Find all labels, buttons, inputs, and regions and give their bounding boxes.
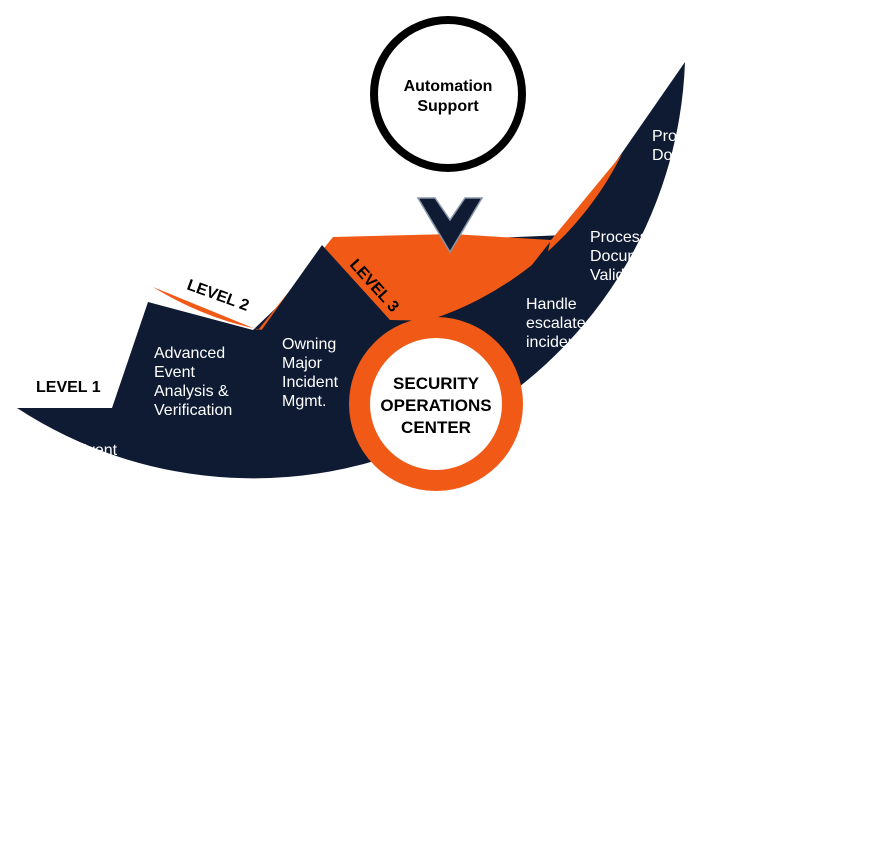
item-line: Major [282, 355, 323, 372]
level-1-label: LEVEL 1 [36, 379, 101, 396]
item-line: Process [652, 128, 710, 145]
item-line: Validation [590, 267, 659, 284]
item-line: Report [725, 211, 774, 228]
center-title-1: SECURITY [393, 374, 480, 393]
automation-label-2: Support [417, 98, 479, 115]
item-line: Positive [118, 612, 174, 629]
ring-label-outer: MONITORING & DETECTION [658, 583, 808, 755]
chevron-down-icon [416, 197, 484, 254]
center-disc [370, 338, 502, 470]
item-line: Support [190, 543, 247, 560]
item-line: Documentation [590, 248, 698, 265]
item-line: Mailbox [521, 728, 576, 745]
item-line: Incident [375, 746, 432, 763]
item-line: Report [648, 360, 697, 377]
item-line: Analysis & [154, 383, 229, 400]
center-title-3: CENTER [401, 418, 471, 437]
item-line: & Prioritization [211, 718, 314, 735]
item-line: Generation [725, 230, 804, 247]
item-line: Advanced Analytics [351, 511, 490, 528]
item-line: 24x7 Event [37, 442, 118, 459]
item-line: Reaction [630, 481, 693, 498]
item-line: Analysis [118, 631, 178, 648]
item-line: Management [52, 537, 146, 554]
item-line: Mgmt. [282, 393, 326, 410]
item-line: Documentation [652, 147, 760, 164]
item-line: Hotline [627, 654, 677, 671]
item-line: Tracking [748, 327, 809, 344]
item-line: False [760, 405, 799, 422]
item-line: Notification [375, 784, 454, 801]
item-line: Event [154, 364, 195, 381]
item-line: Alert Queue [52, 518, 137, 535]
item-line: Positive [760, 424, 816, 441]
automation-support-circle [370, 16, 526, 172]
item-line: Verification [154, 402, 232, 419]
item-line: False [118, 593, 157, 610]
item-line: Owning [282, 336, 336, 353]
item-line: Prepare [630, 462, 687, 479]
item-line: & Investigations [351, 530, 464, 547]
item-line: Handle [526, 296, 577, 313]
item-line: Define [309, 611, 355, 628]
item-line: optimization [492, 618, 577, 635]
item-line: incidents [526, 334, 589, 351]
level-3-label: LEVEL 3 [346, 256, 402, 315]
item-line: UC creation & [492, 599, 592, 616]
item-line: Threat [551, 378, 598, 395]
item-line: Monitoring [627, 673, 702, 690]
item-line: Incident [282, 374, 339, 391]
item-line: Reduction [760, 443, 832, 460]
level2-item: UC creation & optimization [492, 599, 592, 635]
item-line: Escalate [714, 558, 775, 575]
item-line: Remediation [748, 308, 838, 325]
level-2-label: LEVEL 2 [185, 277, 252, 315]
level3-item: Advanced Analytics & Investigations [351, 511, 490, 547]
item-line: Advanced [154, 345, 225, 362]
item-line: Incidents [714, 577, 778, 594]
level2-ring [153, 154, 622, 337]
item-line: Creation & [375, 765, 451, 782]
level3-item: Handle escalated incidents [526, 296, 595, 351]
item-line: Identification [211, 699, 301, 716]
center-title-2: OPERATIONS [380, 396, 491, 415]
item-line: Triage & [190, 505, 250, 522]
item-line: Plans [630, 500, 670, 517]
level1-item: Identification & Prioritization [211, 699, 314, 735]
automation-label-1: Automation [404, 78, 493, 95]
item-line: Monitoring [521, 747, 596, 764]
item-line: escalated [526, 315, 595, 332]
item-line: Hunting [551, 397, 606, 414]
item-line: Reporting Queries [309, 649, 439, 666]
item-line: Validation [648, 379, 717, 396]
item-line: Monitoring [37, 461, 112, 478]
item-line: Investigation [190, 524, 280, 541]
item-line: Dashboards & [309, 630, 411, 647]
item-line: Process [590, 229, 648, 246]
